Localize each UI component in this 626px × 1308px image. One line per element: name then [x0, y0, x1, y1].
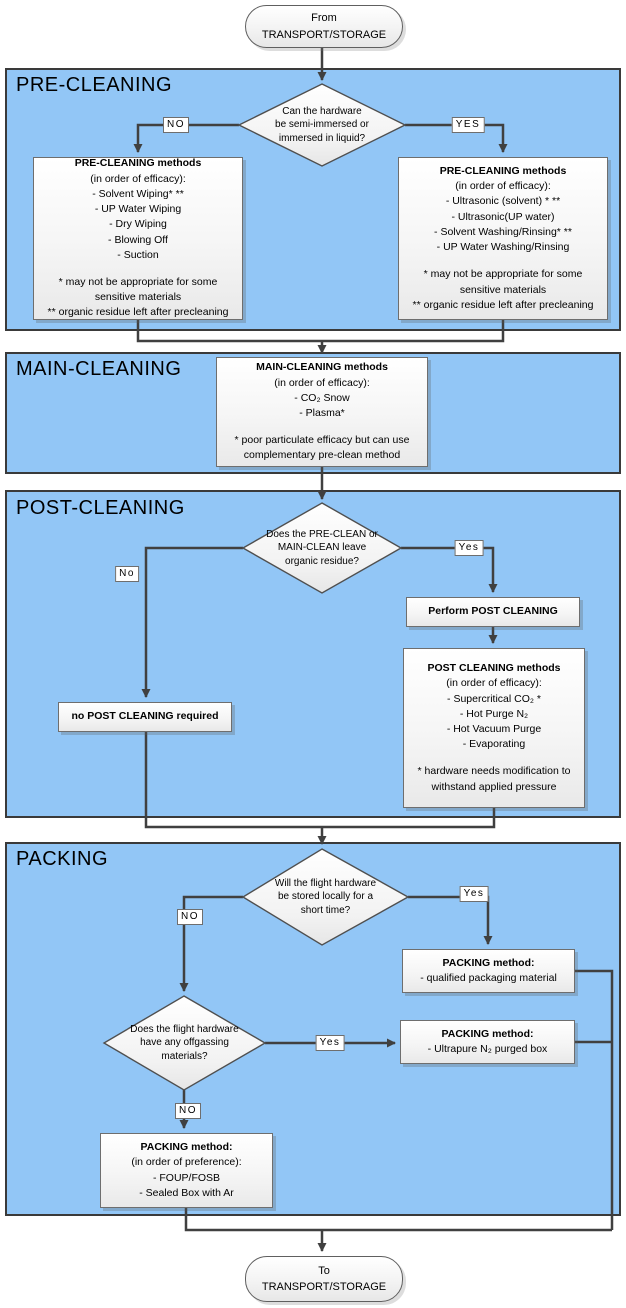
- box-item: - Solvent Washing/Rinsing* **: [434, 225, 572, 238]
- box-note: ** organic residue left after precleanin…: [412, 298, 594, 311]
- section-title-pre-cleaning: PRE-CLEANING: [16, 74, 173, 96]
- box-item: - Ultrasonic (solvent) * **: [445, 195, 561, 208]
- box-subtitle: (in order of preference):: [131, 1156, 242, 1169]
- box-item: - Solvent Wiping* **: [92, 187, 184, 200]
- box-item: - Suction: [117, 248, 159, 261]
- box-item: - Hot Vacuum Purge: [446, 723, 542, 735]
- label-residue-no: No: [115, 566, 139, 582]
- section-title-main-cleaning: MAIN-CLEANING: [16, 358, 182, 380]
- post-cleaning-methods-box: POST CLEANING methods (in order of effic…: [403, 648, 585, 808]
- label-residue-yes: Yes: [454, 540, 484, 556]
- box-item: - CO₂ Snow: [294, 391, 350, 404]
- box-title: PRE-CLEANING methods: [439, 165, 567, 178]
- box-item: - Supercritical CO₂ *: [447, 692, 541, 705]
- terminal-end-line1: To: [318, 1264, 330, 1277]
- label-storage-yes: Yes: [459, 886, 489, 902]
- box-item: - Ultrasonic(UP water): [451, 210, 555, 223]
- terminal-start-line1: From: [311, 12, 337, 24]
- label-storage-no: NO: [177, 909, 203, 925]
- box-note: * hardware needs modification to withsta…: [417, 765, 571, 793]
- box-item: - Hot Purge N₂: [459, 707, 529, 720]
- box-title: PACKING method:: [442, 956, 535, 969]
- box-item: - Ultrapure N₂ purged box: [427, 1043, 548, 1055]
- terminal-start-line2: TRANSPORT/STORAGE: [261, 28, 387, 41]
- box-title: PACKING method:: [140, 1141, 233, 1154]
- box-item: - UP Water Washing/Rinsing: [436, 241, 570, 254]
- terminal-end: To TRANSPORT/STORAGE: [245, 1256, 403, 1302]
- label-immersion-no: NO: [163, 117, 189, 133]
- box-subtitle: (in order of efficacy):: [274, 376, 370, 389]
- box-item: - Dry Wiping: [109, 218, 167, 231]
- box-item: - Blowing Off: [108, 233, 168, 246]
- box-title: no POST CLEANING required: [71, 710, 219, 723]
- section-title-post-cleaning: POST-CLEANING: [16, 497, 185, 519]
- packing-qualified-material-box: PACKING method: - qualified packaging ma…: [402, 949, 575, 993]
- box-note: * may not be appropriate for some sensit…: [58, 275, 218, 304]
- box-subtitle: (in order of efficacy):: [455, 180, 551, 193]
- box-item: - Plasma*: [299, 407, 345, 419]
- box-item: - FOUP/FOSB: [152, 1171, 221, 1184]
- perform-post-cleaning-box: Perform POST CLEANING: [406, 597, 580, 627]
- label-immersion-yes: YES: [451, 117, 485, 133]
- pre-cleaning-dry-methods-box: PRE-CLEANING methods (in order of effica…: [33, 157, 243, 320]
- box-title: PACKING method:: [441, 1027, 534, 1040]
- box-title: Perform POST CLEANING: [428, 605, 558, 618]
- section-title-packing: PACKING: [16, 848, 109, 870]
- box-note: ** organic residue left after precleanin…: [47, 306, 229, 319]
- box-title: POST CLEANING methods: [427, 662, 561, 675]
- box-item: - Evaporating: [462, 738, 526, 751]
- packing-n2-purged-box: PACKING method: - Ultrapure N₂ purged bo…: [400, 1020, 575, 1064]
- box-item: - qualified packaging material: [420, 972, 557, 984]
- box-subtitle: (in order of efficacy):: [90, 172, 186, 185]
- label-offgassing-no: NO: [175, 1103, 201, 1119]
- label-offgassing-yes: Yes: [315, 1035, 345, 1051]
- main-cleaning-methods-box: MAIN-CLEANING methods (in order of effic…: [216, 357, 428, 467]
- terminal-end-line2: TRANSPORT/STORAGE: [261, 1281, 387, 1293]
- pre-cleaning-wet-methods-box: PRE-CLEANING methods (in order of effica…: [398, 157, 608, 320]
- box-note: * may not be appropriate for some sensit…: [423, 268, 583, 296]
- box-item: - Sealed Box with Ar: [139, 1186, 234, 1199]
- box-note: * poor particulate efficacy but can use …: [234, 434, 410, 462]
- packing-local-storage-box: PACKING method: (in order of preference)…: [100, 1133, 273, 1208]
- terminal-start: From TRANSPORT/STORAGE: [245, 5, 403, 48]
- box-title: PRE-CLEANING methods: [74, 157, 202, 170]
- box-title: MAIN-CLEANING methods: [256, 361, 388, 374]
- box-subtitle: (in order of efficacy):: [446, 677, 542, 690]
- box-item: - UP Water Wiping: [94, 203, 182, 216]
- no-post-cleaning-box: no POST CLEANING required: [58, 702, 232, 732]
